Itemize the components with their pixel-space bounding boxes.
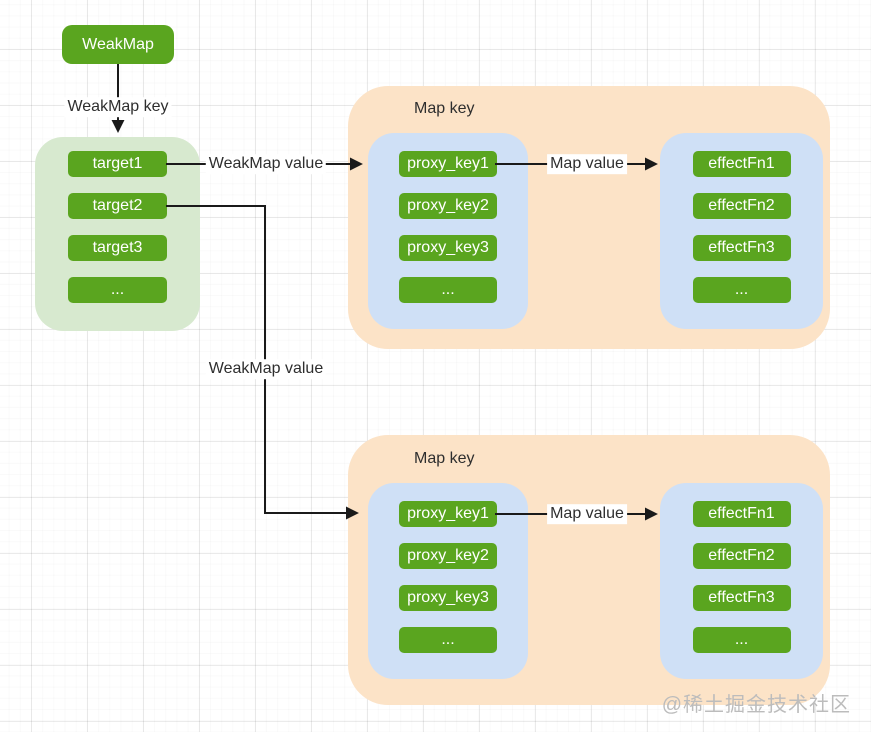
proxy-keys-panel-1: proxy_key1 proxy_key2 proxy_key3 ... <box>368 133 528 329</box>
edge-label-weakmap-value-bottom: WeakMap value <box>205 359 327 379</box>
node-proxy-key1: proxy_key1 <box>399 151 497 177</box>
node-effectfn3: effectFn3 <box>692 235 791 261</box>
edge-label-weakmap-value-top: WeakMap value <box>205 154 327 174</box>
node-proxy-key2: proxy_key2 <box>399 193 497 219</box>
edge-label-map-value-top: Map value <box>547 154 627 174</box>
effect-fns-panel-2: effectFn1 effectFn2 effectFn3 ... <box>660 483 823 679</box>
node-effectfn3: effectFn3 <box>692 585 791 611</box>
map-key-label-1: Map key <box>414 100 475 117</box>
node-effectfn2: effectFn2 <box>692 193 791 219</box>
node-target3: target3 <box>68 235 167 261</box>
node-effectfn-ellipsis: ... <box>692 627 791 653</box>
node-target-ellipsis: ... <box>68 277 167 303</box>
watermark-text: @稀土掘金技术社区 <box>661 694 851 716</box>
node-effectfn2: effectFn2 <box>692 543 791 569</box>
node-proxy-key3: proxy_key3 <box>399 235 497 261</box>
node-proxy-key3: proxy_key3 <box>399 585 497 611</box>
node-proxy-key2: proxy_key2 <box>399 543 497 569</box>
map-group-2: Map key proxy_key1 proxy_key2 proxy_key3… <box>348 435 830 705</box>
node-effectfn1: effectFn1 <box>692 501 791 527</box>
node-target2: target2 <box>68 193 167 219</box>
node-weakmap: WeakMap <box>62 25 174 64</box>
map-group-1: Map key proxy_key1 proxy_key2 proxy_key3… <box>348 86 830 349</box>
proxy-keys-panel-2: proxy_key1 proxy_key2 proxy_key3 ... <box>368 483 528 679</box>
targets-container: target1 target2 target3 ... <box>35 137 200 331</box>
node-proxy-key1: proxy_key1 <box>399 501 497 527</box>
node-effectfn1: effectFn1 <box>692 151 791 177</box>
node-target1: target1 <box>68 151 167 177</box>
effect-fns-panel-1: effectFn1 effectFn2 effectFn3 ... <box>660 133 823 329</box>
node-proxy-key-ellipsis: ... <box>399 277 497 303</box>
node-proxy-key-ellipsis: ... <box>399 627 497 653</box>
map-key-label-2: Map key <box>414 450 475 467</box>
edge-label-weakmap-key: WeakMap key <box>64 97 172 117</box>
node-effectfn-ellipsis: ... <box>692 277 791 303</box>
edge-label-map-value-bottom: Map value <box>547 504 627 524</box>
